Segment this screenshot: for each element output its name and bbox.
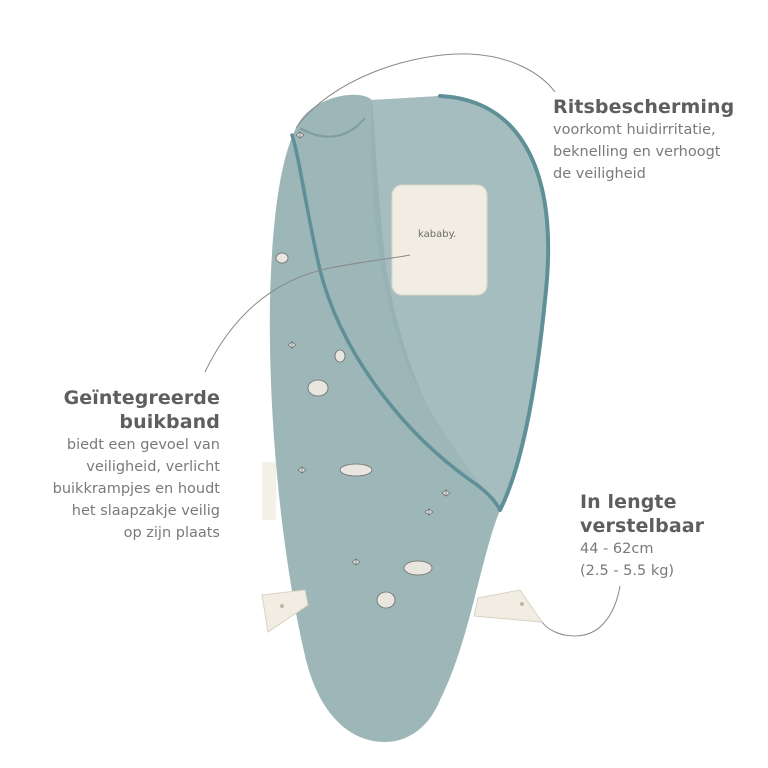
brand-label: kababy. bbox=[418, 229, 457, 240]
zipper-front bbox=[290, 133, 502, 512]
hare-pattern bbox=[275, 252, 433, 609]
neck-opening bbox=[299, 117, 366, 138]
belly-band-callout: Geïntegreerde buikband biedt een gevoel … bbox=[12, 386, 220, 544]
zipper-leader-line bbox=[295, 53, 556, 129]
belly-band-callout-title: Geïntegreerde buikband bbox=[63, 387, 220, 433]
length-callout-title: In lengte verstelbaar bbox=[580, 491, 705, 537]
zipper-callout-title: Ritsbescherming bbox=[553, 96, 735, 118]
zipper bbox=[438, 94, 550, 512]
length-callout-text: 44 - 62cm (2.5 - 5.5 kg) bbox=[580, 541, 675, 579]
butterfly-pattern bbox=[287, 131, 451, 566]
belly-band-leader-line bbox=[204, 254, 411, 373]
zipper-callout-text: voorkomt huidirritatie, beknelling en ve… bbox=[553, 122, 721, 182]
left-tab bbox=[261, 589, 309, 633]
belly-band bbox=[392, 185, 487, 295]
zipper-protection-callout: Ritsbescherming voorkomt huidirritatie, … bbox=[553, 95, 758, 185]
belly-band-callout-text: biedt een gevoel van veiligheid, verlich… bbox=[52, 437, 220, 541]
side-label-tag bbox=[262, 462, 276, 520]
flap-fold-shadow bbox=[371, 100, 445, 440]
length-adjustable-callout: In lengte verstelbaar 44 - 62cm (2.5 - 5… bbox=[580, 490, 750, 582]
right-tab bbox=[473, 589, 544, 623]
length-leader-line bbox=[541, 585, 621, 637]
